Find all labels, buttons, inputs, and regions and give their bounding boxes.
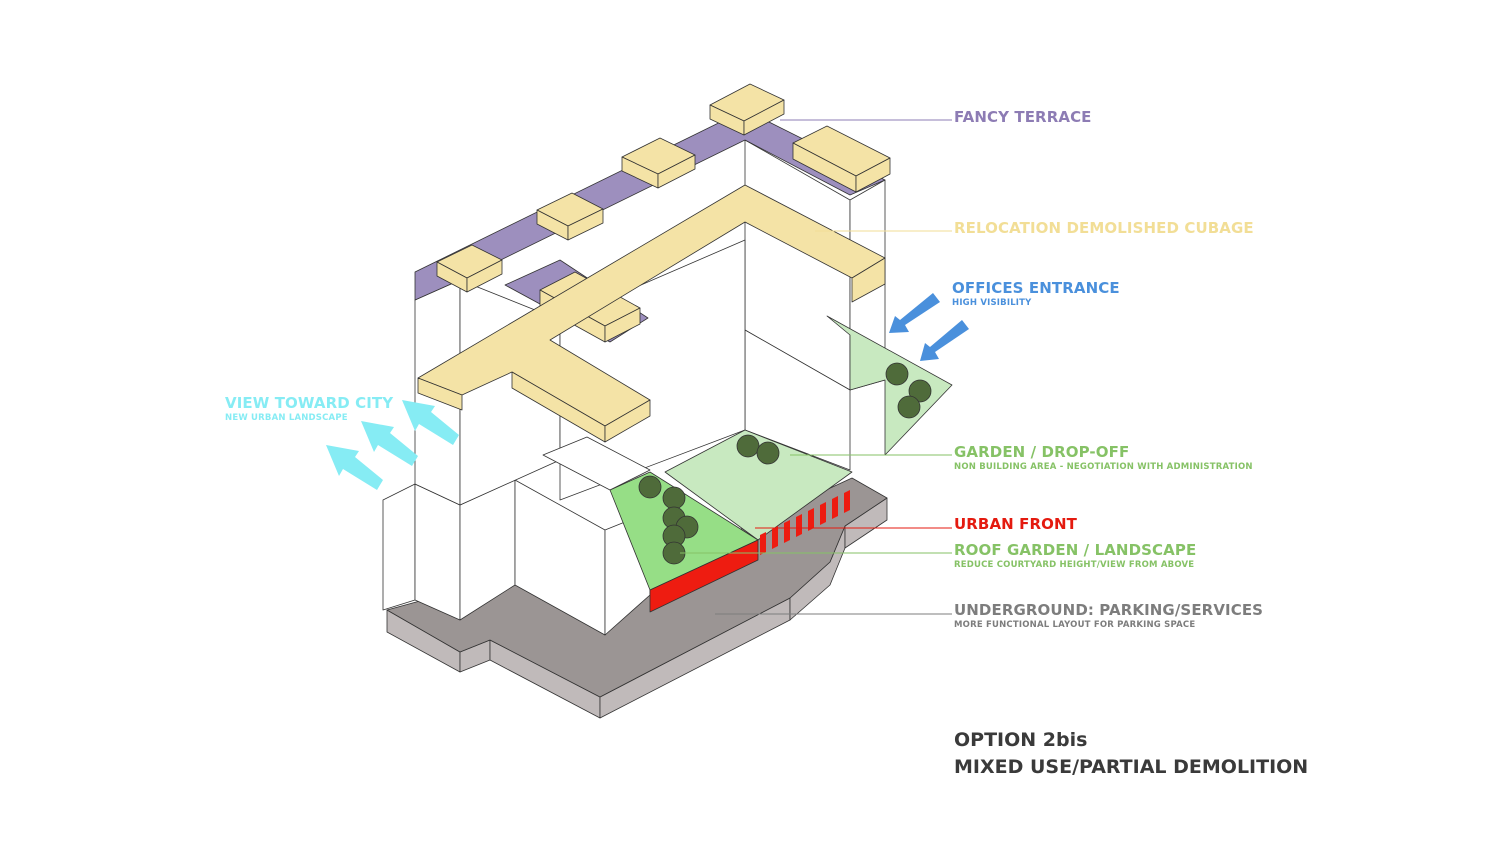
urban-front-label: URBAN FRONT: [954, 515, 1077, 533]
arrow-up-left-icon: [326, 400, 459, 490]
roof-garden-sub: REDUCE COURTYARD HEIGHT/VIEW FROM ABOVE: [954, 560, 1195, 570]
garden-drop-off-area: [664, 429, 853, 541]
option-title: OPTION 2bis: [954, 729, 1088, 751]
relocation-cubage: [417, 184, 886, 443]
view-toward-city-sub: NEW URBAN LANDSCAPE: [225, 413, 348, 423]
underground-title: UNDERGROUND: PARKING/SERVICES: [954, 601, 1264, 619]
garden-drop-off-sub: NON BUILDING AREA - NEGOTIATION WITH ADM…: [954, 462, 1253, 472]
tree-circle-icon: [638, 362, 932, 565]
option-subtitle: MIXED USE/PARTIAL DEMOLITION: [954, 756, 1309, 778]
urban-front-wall: [649, 539, 759, 613]
urban-front-stripes: [760, 490, 850, 555]
arrow-down-left-icon: [889, 293, 969, 361]
offices-entrance-garden: [826, 315, 953, 456]
offices-entrance-title: OFFICES ENTRANCE: [952, 279, 1120, 297]
underground-sub: MORE FUNCTIONAL LAYOUT FOR PARKING SPACE: [954, 620, 1196, 630]
fancy-terrace-label: FANCY TERRACE: [954, 108, 1092, 126]
offices-entrance-sub: HIGH VISIBILITY: [952, 298, 1032, 308]
relocation-cubage-label: RELOCATION DEMOLISHED CUBAGE: [954, 219, 1254, 237]
roof-garden-title: ROOF GARDEN / LANDSCAPE: [954, 541, 1197, 559]
view-toward-city-title: VIEW TOWARD CITY: [225, 394, 394, 412]
garden-drop-off-title: GARDEN / DROP-OFF: [954, 443, 1130, 461]
